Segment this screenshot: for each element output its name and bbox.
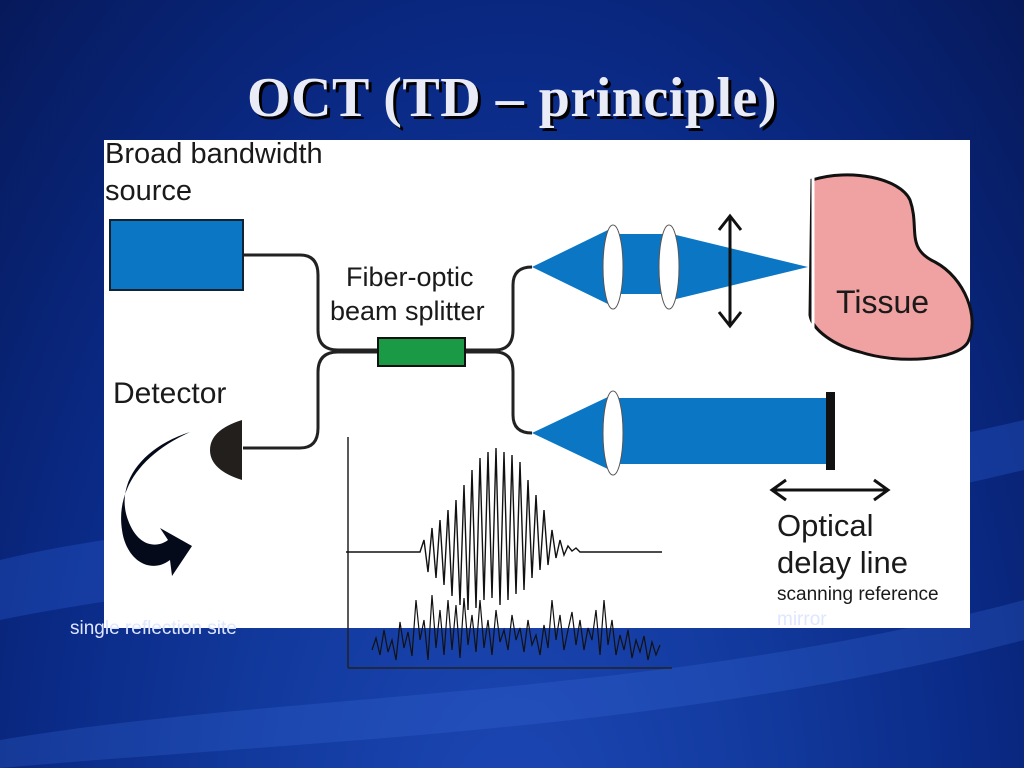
splitter-label-line2: beam splitter [330,296,485,326]
mirror-label-line1: scanning reference [777,584,939,605]
detector-label: Detector [113,377,227,410]
noise-signal [371,594,661,661]
delay-arrow-icon [769,478,891,502]
reference-mirror [826,392,835,470]
splitter-label-line1: Fiber-optic [346,262,474,292]
source-label-line1: Broad bandwidth [105,138,323,170]
reference-beam-body [612,398,830,464]
caption-text: single reflection site [70,618,237,639]
detector-icon [210,420,242,480]
reference-beam-cone [532,395,612,471]
fiber-reference [465,350,533,435]
tissue-shape [808,173,974,361]
delay-label-line1: Optical [777,508,874,543]
scan-arrow-icon [717,213,743,329]
sample-beam-focus [672,234,808,300]
fiber-source [243,253,378,352]
interferogram-plot [346,437,672,669]
interferogram-signal [346,447,662,611]
slide-title: OCT (TD – principle) [246,67,778,129]
sample-lens-2 [658,224,680,310]
tissue-label: Tissue [836,284,930,320]
fiber-detector [243,350,378,450]
source-label-line2: source [105,175,193,207]
delay-label-line2: delay line [777,545,908,580]
source-box [109,219,244,291]
beam-splitter [377,337,466,367]
reference-lens [602,390,624,476]
fiber-sample [465,265,533,352]
sample-lens-1 [602,224,624,310]
sample-beam-cone [532,228,612,306]
mirror-label-line2: mirror [777,609,827,630]
curved-arrow-icon [121,432,192,576]
